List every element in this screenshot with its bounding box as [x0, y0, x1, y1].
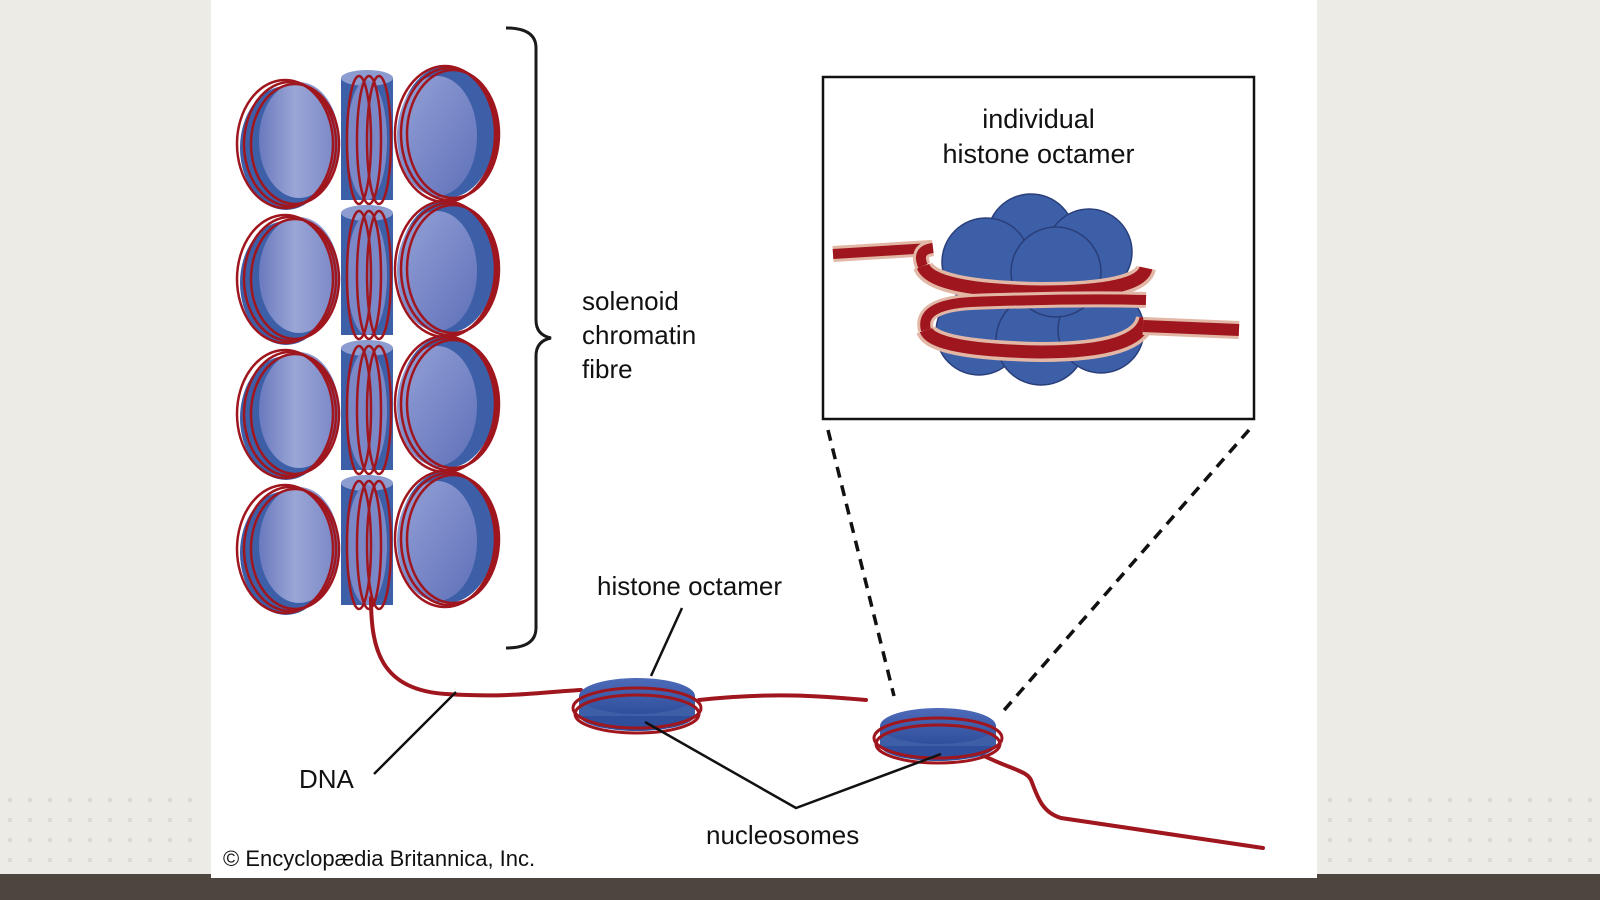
label-nucleosomes: nucleosomes: [706, 820, 860, 850]
chromatin-diagram-svg: [235, 26, 1265, 850]
leader-nucleosomes: [644, 720, 942, 810]
bracket: [505, 26, 552, 650]
solenoid-row: [235, 334, 501, 480]
label-dna: DNA: [299, 764, 354, 794]
solenoid-chromatin-fibre: [235, 64, 501, 615]
solenoid-row: [235, 469, 501, 615]
zoom-line-right: [997, 428, 1251, 718]
histone-core-icon: [571, 678, 703, 735]
histone-core-icon: [872, 708, 1004, 765]
zoom-line-left: [826, 429, 896, 697]
dot-pattern: [8, 798, 1592, 862]
histone-octamer-detail: [832, 193, 1240, 386]
diagram-figure: solenoid chromatin fibre histone octamer…: [211, 0, 1317, 878]
copyright-text: © Encyclopædia Britannica, Inc.: [223, 846, 536, 871]
solenoid-row: [235, 64, 501, 210]
inset-title-line2: histone octamer: [942, 139, 1135, 169]
leader-histone-octamer: [649, 607, 684, 677]
label-histone-octamer: histone octamer: [597, 571, 782, 601]
dna-strand-icon: [369, 596, 1265, 850]
label-solenoid: solenoid: [582, 286, 679, 316]
inset-title-line1: individual: [982, 104, 1095, 134]
leader-dna: [373, 691, 457, 775]
solenoid-row: [235, 199, 501, 345]
label-fibre: fibre: [582, 354, 633, 384]
label-chromatin: chromatin: [582, 320, 697, 350]
bottom-bar: [0, 874, 1600, 900]
